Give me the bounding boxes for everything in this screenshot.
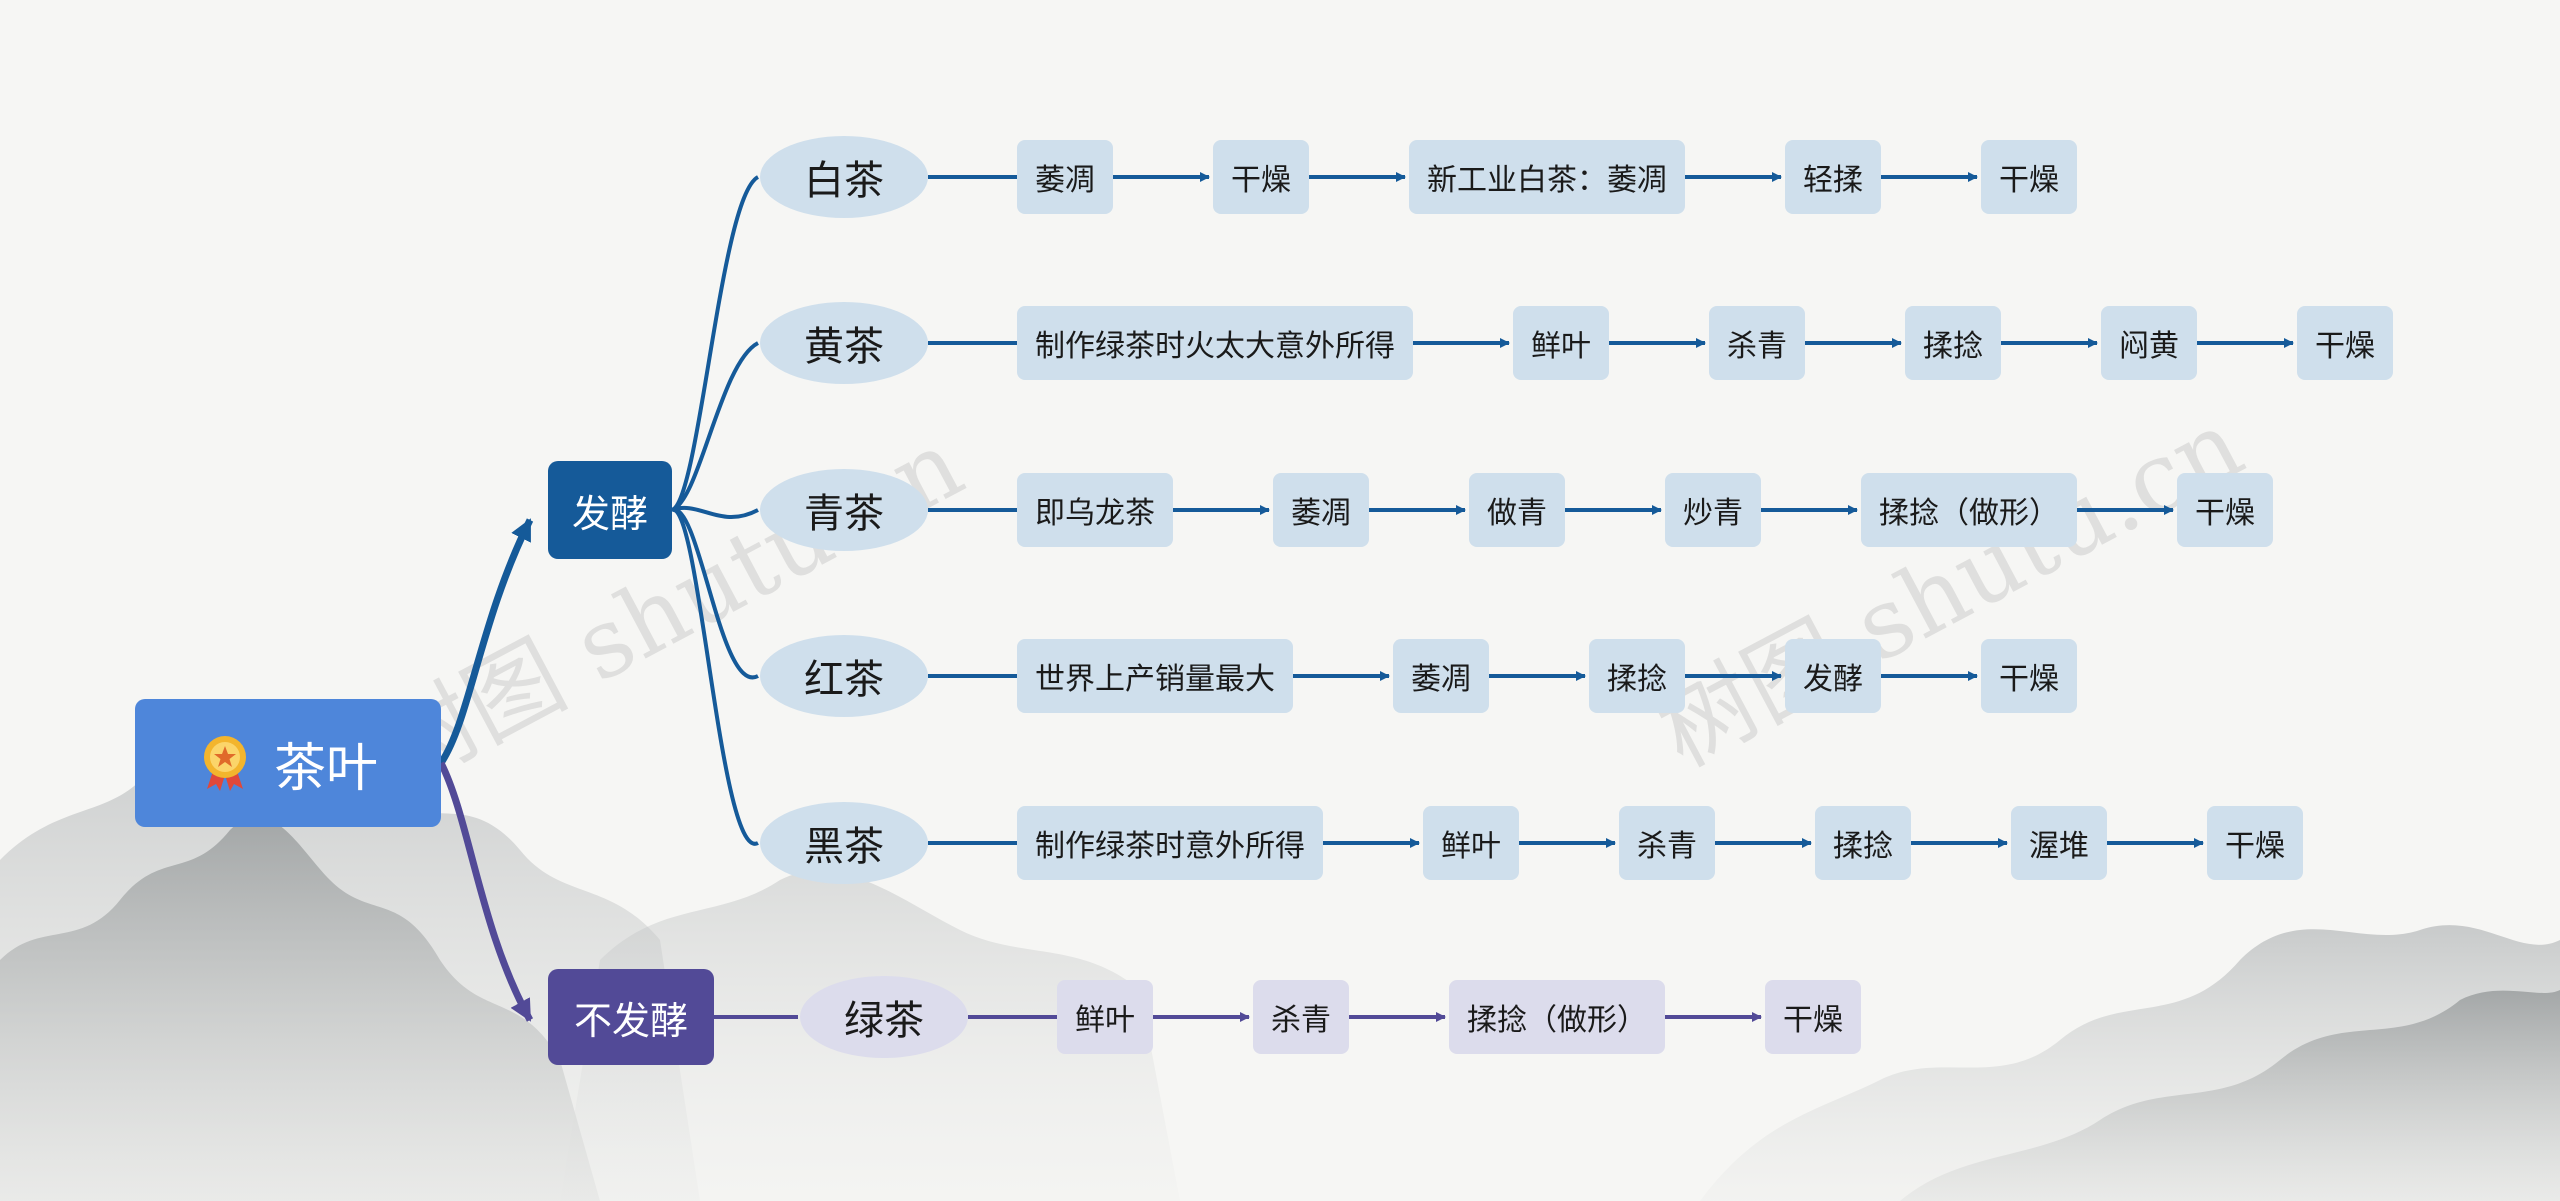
branch-ferment[interactable]: 发酵: [548, 461, 672, 559]
step-node[interactable]: 干燥: [2207, 806, 2303, 880]
step-node[interactable]: 渥堆: [2011, 806, 2107, 880]
step-node[interactable]: 鲜叶: [1057, 980, 1153, 1054]
step-node[interactable]: 干燥: [1981, 140, 2077, 214]
step-node[interactable]: 轻揉: [1785, 140, 1881, 214]
branch-nonferment[interactable]: 不发酵: [548, 969, 714, 1065]
step-node[interactable]: 制作绿茶时火太大意外所得: [1017, 306, 1413, 380]
step-node[interactable]: 制作绿茶时意外所得: [1017, 806, 1323, 880]
step-node[interactable]: 揉捻: [1589, 639, 1685, 713]
step-node[interactable]: 干燥: [1981, 639, 2077, 713]
step-node[interactable]: 干燥: [1765, 980, 1861, 1054]
step-node[interactable]: 鲜叶: [1423, 806, 1519, 880]
root-to-ferment-connector: [438, 518, 534, 765]
root-label: 茶叶: [273, 738, 378, 799]
tea-node[interactable]: 黑茶: [760, 802, 928, 884]
tea-node[interactable]: 青茶: [760, 469, 928, 551]
root-to-nonferment-connector: [437, 761, 534, 1022]
branch-to-tea-connector: [670, 341, 760, 512]
step-node[interactable]: 萎凋: [1393, 639, 1489, 713]
tea-node[interactable]: 红茶: [760, 635, 928, 717]
step-node[interactable]: 鲜叶: [1513, 306, 1609, 380]
step-node[interactable]: 杀青: [1253, 980, 1349, 1054]
step-node[interactable]: 萎凋: [1273, 473, 1369, 547]
step-node[interactable]: 干燥: [1213, 140, 1309, 214]
step-node[interactable]: 干燥: [2177, 473, 2273, 547]
step-node[interactable]: 新工业白茶：萎凋: [1409, 140, 1685, 214]
step-node[interactable]: 揉捻: [1905, 306, 2001, 380]
branch-to-tea-connector: [670, 175, 760, 512]
branch-to-tea-connector: [671, 508, 759, 846]
step-node[interactable]: 揉捻: [1815, 806, 1911, 880]
branch-to-tea-connector: [671, 507, 759, 680]
step-node[interactable]: 世界上产销量最大: [1017, 639, 1293, 713]
medal-icon: [198, 735, 252, 791]
step-node[interactable]: 即乌龙茶: [1017, 473, 1173, 547]
step-node[interactable]: 闷黄: [2101, 306, 2197, 380]
step-node[interactable]: 做青: [1469, 473, 1565, 547]
step-node[interactable]: 揉捻（做形）: [1449, 980, 1665, 1054]
branch-to-tea-connector: [671, 505, 759, 520]
step-node[interactable]: 炒青: [1665, 473, 1761, 547]
tea-node[interactable]: 黄茶: [760, 302, 928, 384]
step-node[interactable]: 发酵: [1785, 639, 1881, 713]
step-node[interactable]: 萎凋: [1017, 140, 1113, 214]
step-node[interactable]: 杀青: [1619, 806, 1715, 880]
step-node[interactable]: 揉捻（做形）: [1861, 473, 2077, 547]
step-node[interactable]: 杀青: [1709, 306, 1805, 380]
step-node[interactable]: 干燥: [2297, 306, 2393, 380]
root-node[interactable]: 茶叶: [135, 699, 441, 827]
tea-node[interactable]: 白茶: [760, 136, 928, 218]
tea-node[interactable]: 绿茶: [800, 976, 968, 1058]
